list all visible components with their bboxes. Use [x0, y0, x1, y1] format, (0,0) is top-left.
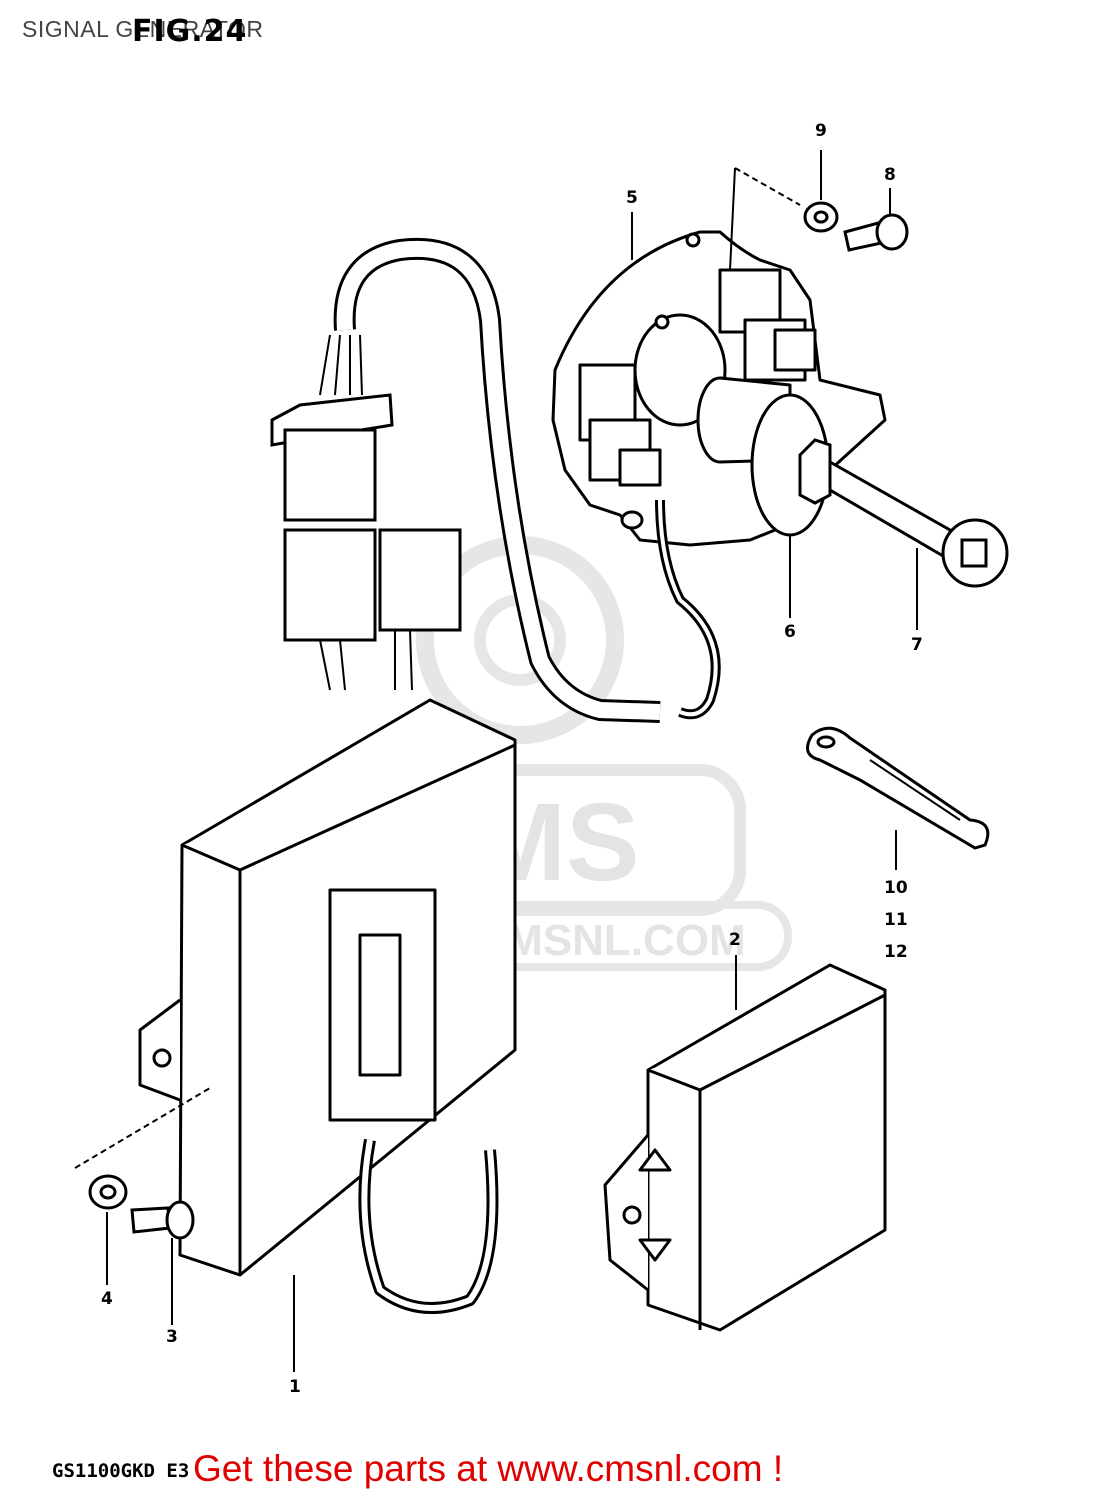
callout-10: 10: [884, 878, 908, 898]
part-10-bracket: [806, 726, 990, 850]
part-9-washer: [803, 201, 839, 233]
callout-1: 1: [289, 1377, 301, 1397]
part-3-screw: [130, 1200, 195, 1240]
callout-5: 5: [626, 188, 638, 208]
model-code: GS1100GKD E3: [52, 1460, 190, 1482]
part-4-washer: [88, 1174, 128, 1210]
callout-3: 3: [166, 1327, 178, 1347]
part-8-screw: [843, 213, 909, 252]
callout-8: 8: [884, 165, 896, 185]
callout-12: 12: [884, 942, 908, 962]
callout-2: 2: [729, 930, 741, 950]
callout-6: 6: [784, 622, 796, 642]
callout-11: 11: [884, 910, 908, 930]
leader-lines: [106, 150, 918, 1372]
callout-7: 7: [911, 635, 923, 655]
connectors: [270, 393, 462, 691]
part-1-igniter-unit: [138, 698, 517, 1314]
callout-9: 9: [815, 121, 827, 141]
wiring-harness: [319, 237, 661, 723]
callout-labels: 1 2 3 4 5 6 7 8 9 10 11 12: [101, 121, 923, 1397]
part-2-control-unit: [603, 963, 887, 1332]
figure-number: FIG.24: [132, 14, 248, 49]
part-7-bolt: [798, 438, 1009, 588]
diagram-title: SIGNAL GENERATOR: [22, 16, 264, 42]
shop-link[interactable]: Get these parts at www.cmsnl.com !: [193, 1448, 784, 1489]
callout-4: 4: [101, 1289, 113, 1309]
